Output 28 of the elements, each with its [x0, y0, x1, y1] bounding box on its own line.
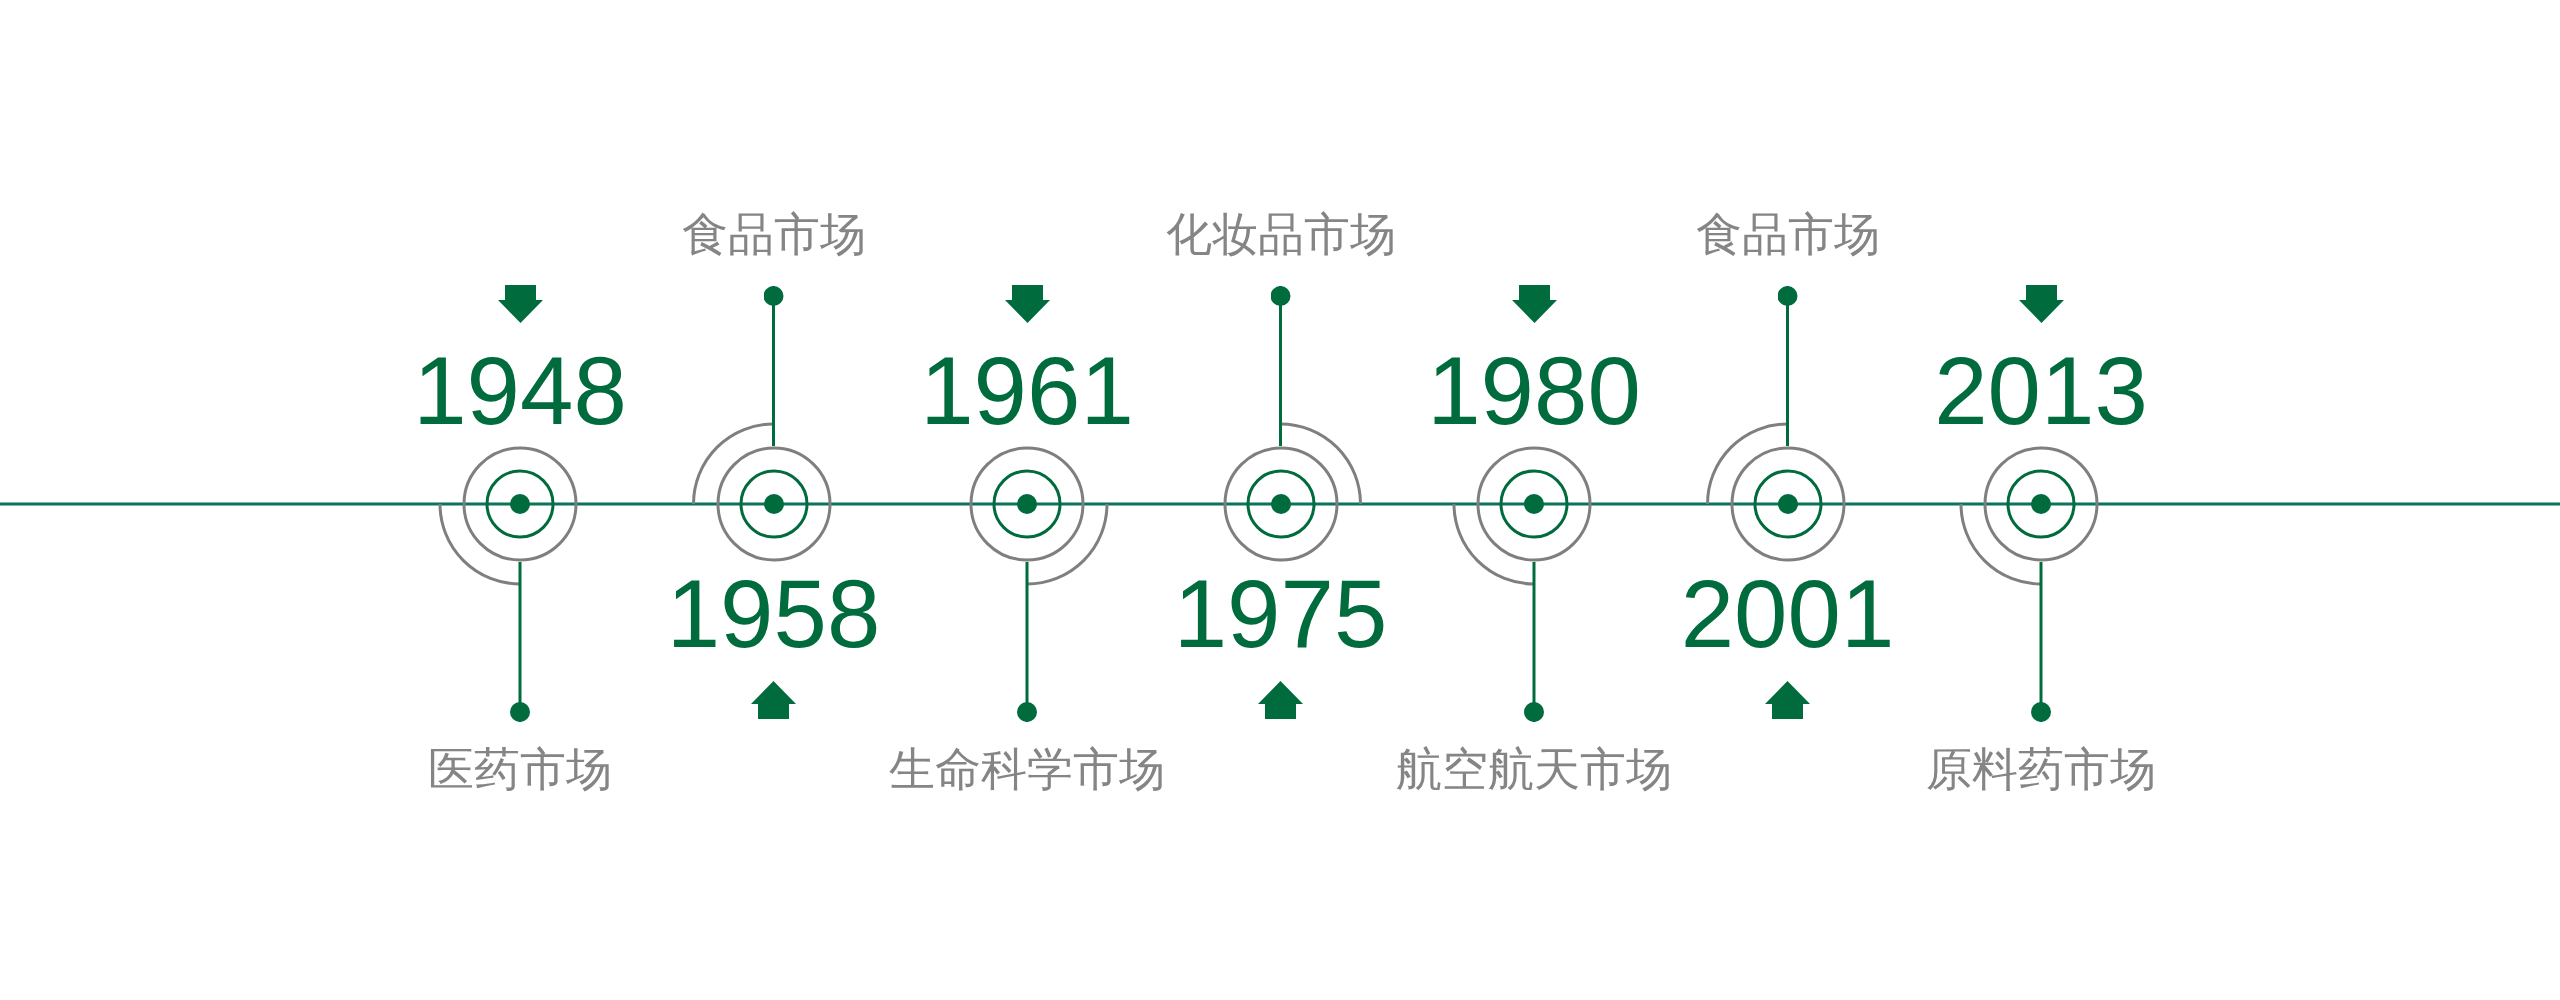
- year-label: 1980: [1427, 343, 1641, 439]
- connector-line: [1524, 562, 1544, 722]
- market-label: 化妆品市场: [1165, 208, 1396, 286]
- market-label: 原料药市场: [1926, 722, 2156, 795]
- market-label: 食品市场: [1695, 208, 1880, 286]
- connector-line: [1017, 562, 1037, 722]
- year-label: 1975: [1173, 566, 1388, 662]
- target-ring-marker: [1983, 446, 2099, 562]
- connector-line: [1270, 286, 1291, 446]
- year-label: 1958: [666, 566, 881, 662]
- year-label: 1961: [920, 343, 1134, 439]
- target-ring-marker: [715, 446, 832, 562]
- year-label: 2001: [1680, 566, 1895, 662]
- connector-line: [1777, 286, 1798, 446]
- target-ring-marker: [1729, 446, 1846, 562]
- year-label: 2013: [1934, 343, 2148, 439]
- market-label: 航空航天市场: [1396, 722, 1672, 795]
- year-label: 1948: [413, 343, 627, 439]
- market-label: 食品市场: [681, 208, 866, 286]
- target-ring-marker: [969, 446, 1085, 562]
- connector-line: [763, 286, 784, 446]
- target-ring-marker: [1476, 446, 1592, 562]
- market-label: 生命科学市场: [889, 722, 1165, 795]
- connector-line: [510, 562, 530, 722]
- target-ring-marker: [462, 446, 578, 562]
- connector-line: [2031, 562, 2051, 722]
- market-label: 医药市场: [428, 722, 612, 795]
- target-ring-marker: [1222, 446, 1339, 562]
